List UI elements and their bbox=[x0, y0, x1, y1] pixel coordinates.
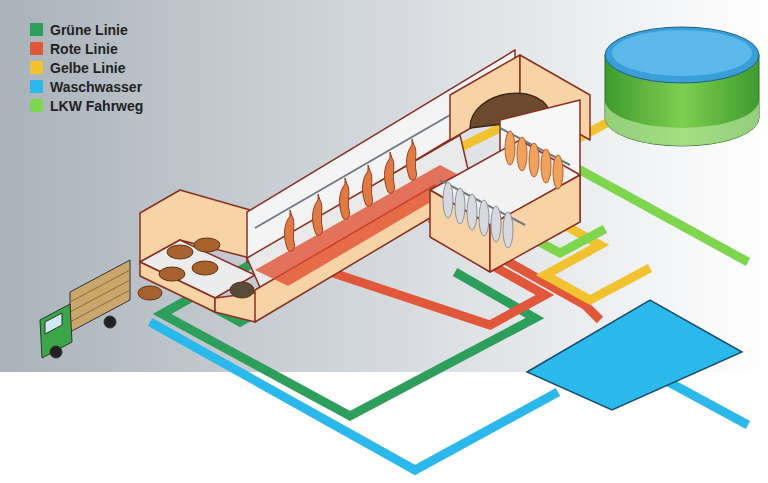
biogas-tank-part bbox=[605, 100, 759, 146]
cooling-rooms bbox=[430, 100, 580, 272]
cooling-rooms-part-part bbox=[517, 137, 527, 171]
carcasses-part-part bbox=[313, 194, 323, 235]
truck-part bbox=[70, 290, 130, 322]
carcasses-part bbox=[285, 139, 417, 251]
legend-label: Rote Linie bbox=[50, 41, 118, 57]
animals-part bbox=[138, 286, 162, 300]
cooling-rooms-part-part bbox=[491, 206, 501, 242]
cooling-rooms-part bbox=[443, 182, 513, 248]
legend-swatch bbox=[30, 42, 43, 55]
animals-part bbox=[159, 267, 185, 281]
legend-row: LKW Fahrweg bbox=[30, 96, 143, 115]
legend-swatch bbox=[30, 61, 43, 74]
cooling-rooms-part bbox=[505, 131, 563, 189]
truck bbox=[40, 260, 130, 358]
cooling-rooms-part-part bbox=[553, 155, 563, 189]
cooling-rooms-part-part bbox=[467, 194, 477, 230]
truck-part bbox=[104, 316, 116, 328]
legend-row: Rote Linie bbox=[30, 39, 143, 58]
cooling-rooms-part-part bbox=[505, 131, 515, 165]
cooling-rooms-part bbox=[490, 175, 580, 272]
animals-part bbox=[192, 261, 218, 275]
carcasses-part-part bbox=[340, 178, 350, 219]
wash-water-pool bbox=[527, 300, 742, 410]
cooling-rooms-part-part bbox=[443, 182, 453, 218]
legend-label: Gelbe Linie bbox=[50, 60, 125, 76]
truck-part bbox=[40, 304, 72, 358]
legend-label: LKW Fahrweg bbox=[50, 98, 143, 114]
cooling-rooms-part-part bbox=[541, 149, 551, 183]
cooling-rooms-part-part bbox=[503, 212, 513, 248]
legend-swatch bbox=[30, 99, 43, 112]
biogas-tank-part bbox=[612, 30, 752, 76]
animals bbox=[138, 238, 254, 300]
carcasses-part-part bbox=[385, 152, 395, 193]
truck-part bbox=[45, 313, 62, 334]
legend-swatch bbox=[30, 80, 43, 93]
flow-lines bbox=[150, 105, 748, 470]
cooling-rooms-part-part bbox=[479, 200, 489, 236]
truck-part bbox=[50, 346, 62, 358]
truck-part bbox=[70, 270, 130, 302]
legend-row: Grüne Linie bbox=[30, 20, 143, 39]
truck-part bbox=[70, 280, 130, 312]
cooling-rooms-part-part bbox=[455, 188, 465, 224]
biogas-tank bbox=[605, 27, 759, 146]
legend: Grüne LinieRote LinieGelbe LinieWaschwas… bbox=[30, 20, 143, 115]
biogas-tank-part bbox=[605, 27, 759, 83]
animals-part bbox=[230, 282, 254, 298]
legend-swatch bbox=[30, 23, 43, 36]
cooling-rooms-part-part bbox=[529, 143, 539, 177]
truck-part bbox=[70, 260, 130, 332]
hall-part bbox=[255, 115, 450, 228]
legend-label: Waschwasser bbox=[50, 79, 142, 95]
carcasses-part-part bbox=[285, 210, 295, 251]
legend-row: Waschwasser bbox=[30, 77, 143, 96]
carcasses-part-part bbox=[407, 139, 417, 180]
carcasses-part-part bbox=[363, 165, 373, 206]
legend-label: Grüne Linie bbox=[50, 22, 128, 38]
animals-part bbox=[194, 238, 220, 252]
carcasses bbox=[285, 139, 417, 251]
legend-row: Gelbe Linie bbox=[30, 58, 143, 77]
animals-part bbox=[167, 245, 193, 259]
